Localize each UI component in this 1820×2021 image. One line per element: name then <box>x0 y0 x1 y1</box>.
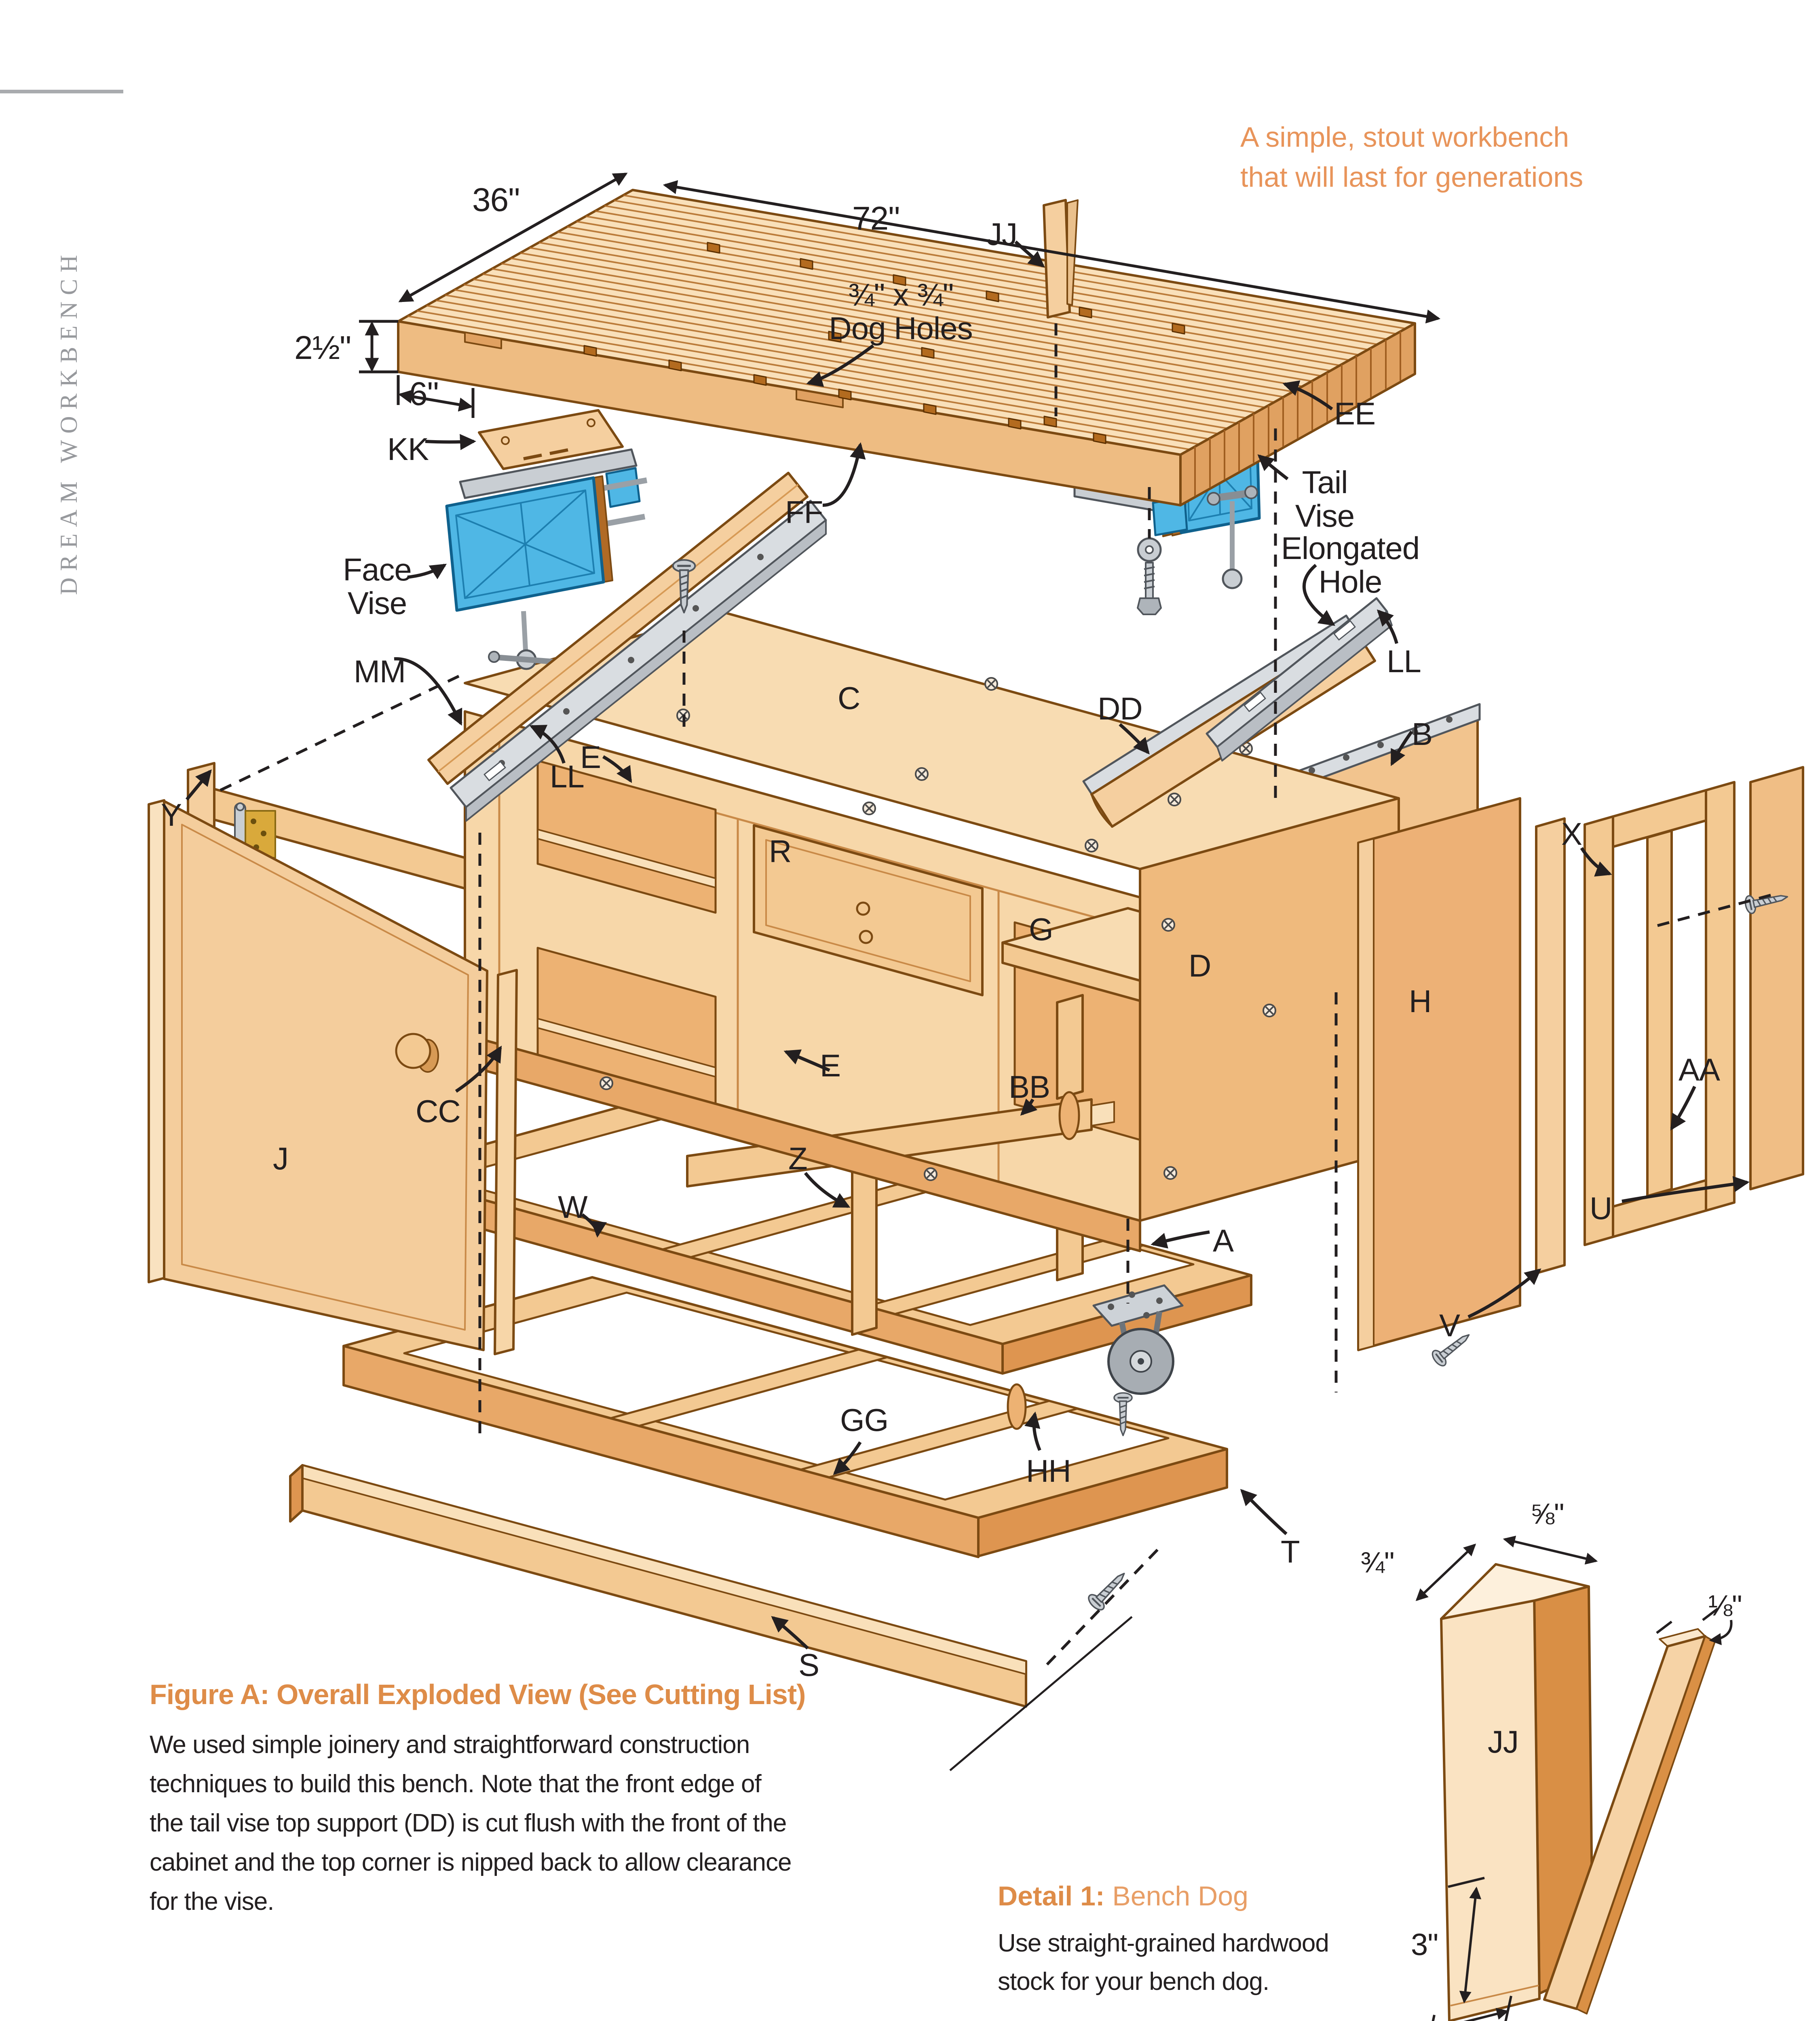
back-panel-U <box>1749 766 1804 1190</box>
callout-label-cc: CC <box>416 1093 461 1129</box>
callout-label-kk: KK <box>387 431 429 467</box>
figure-caption-body: We used simple joinery and straightforwa… <box>150 1731 792 1916</box>
door-J <box>148 799 488 1351</box>
callout-label-ff: FF <box>785 494 823 530</box>
callout-dim-overhang: 6" <box>409 376 439 412</box>
stile-V <box>1535 817 1566 1274</box>
callout-label-c: C <box>838 680 860 716</box>
callout-label-bb: BB <box>1009 1069 1050 1105</box>
callout-label-elongated-hole: Elongated Hole <box>1281 530 1420 599</box>
callout-label-t: T <box>1281 1534 1300 1570</box>
callout-label-j: J <box>273 1141 289 1176</box>
callout-label-jj-top: JJ <box>986 216 1018 252</box>
plate-KK <box>478 409 624 470</box>
callout-label-a: A <box>1213 1223 1234 1258</box>
callout-dim-length: 72" <box>852 200 900 237</box>
vise-washer-bolt <box>1137 537 1162 615</box>
callout-label-e-lower: E <box>820 1048 841 1083</box>
detail-body: Use straight-grained hardwood stock for … <box>998 1929 1329 1996</box>
drawer-R <box>753 824 984 996</box>
leg-upper <box>1056 994 1084 1100</box>
callout-dim-dog-spring: ⅛" <box>1708 1590 1742 1622</box>
dimension-lines <box>359 172 1441 418</box>
figure-caption-title: Figure A: Overall Exploded View (See Cut… <box>150 1679 806 1710</box>
door-edge-CC <box>494 969 518 1355</box>
caster <box>1092 1284 1184 1395</box>
callout-label-ee: EE <box>1334 396 1376 431</box>
callout-label-dog-holes: ¾" x ¾" Dog Holes <box>829 277 973 346</box>
callout-label-jj-detail: JJ <box>1488 1724 1519 1759</box>
callout-dim-dog-taper: 3" <box>1411 1928 1438 1962</box>
callout-label-w: W <box>558 1189 588 1225</box>
detail-title-lead: Detail 1: <box>998 1881 1105 1911</box>
detail-title: Detail 1: Bench Dog <box>998 1880 1442 1912</box>
callout-label-face-vise: Face Vise <box>343 552 412 621</box>
callout-label-y: Y <box>161 797 182 833</box>
callout-label-g: G <box>1029 911 1054 947</box>
back-panel-H <box>1357 797 1521 1351</box>
callout-label-gg: GG <box>840 1402 889 1438</box>
face-vise <box>445 448 648 670</box>
callout-label-d: D <box>1189 948 1211 983</box>
rail-BB <box>686 1091 1115 1188</box>
callout-label-ll-left: LL <box>550 759 585 794</box>
callout-label-s: S <box>798 1647 819 1683</box>
bench-dog-detail <box>1415 1536 1733 2021</box>
frame-X-AA <box>1584 781 1736 1246</box>
callout-dim-dog-width: ⅝" <box>1530 1498 1565 1530</box>
leader-arrows <box>185 240 1750 1650</box>
detail-title-rest: Bench Dog <box>1104 1881 1248 1911</box>
detail-block: Detail 1: Bench Dog Use straight-grained… <box>998 1880 1442 2001</box>
callout-label-h: H <box>1409 983 1432 1019</box>
callout-label-tail-vise: Tail Vise <box>1295 464 1355 534</box>
tagline: A simple, stout workbench that will last… <box>1240 121 1584 193</box>
callout-label-x: X <box>1561 816 1582 852</box>
callout-label-mm: MM <box>354 654 406 689</box>
figure-caption: Figure A: Overall Exploded View (See Cut… <box>150 1678 902 1921</box>
callout-label-ll-right: LL <box>1387 643 1421 679</box>
callout-dim-thickness: 2½" <box>294 329 351 366</box>
callout-label-u: U <box>1590 1190 1612 1226</box>
rail-LL-right <box>1206 597 1393 762</box>
shelf-frame-W-Z <box>383 1102 1252 1375</box>
sidebar-rule <box>0 90 123 93</box>
callout-label-b: B <box>1412 716 1433 752</box>
base-frame-GG-HH-T <box>342 1276 1228 1558</box>
dashed-alignment-lines <box>220 323 1775 1666</box>
callout-dim-dog-depth: ¾" <box>1360 1546 1395 1579</box>
callout-label-z: Z <box>788 1141 808 1176</box>
callout-dim-depth: 36" <box>472 181 520 218</box>
callout-label-dd: DD <box>1098 691 1143 726</box>
callout-label-aa: AA <box>1679 1052 1720 1087</box>
callout-label-e-upper: E <box>580 739 601 775</box>
callout-label-v: V <box>1439 1308 1460 1343</box>
bench-dog-JJ-top <box>1043 199 1079 319</box>
callout-label-hh: HH <box>1026 1453 1071 1489</box>
leader-line <box>949 1616 1133 1771</box>
callout-label-r: R <box>769 833 792 869</box>
